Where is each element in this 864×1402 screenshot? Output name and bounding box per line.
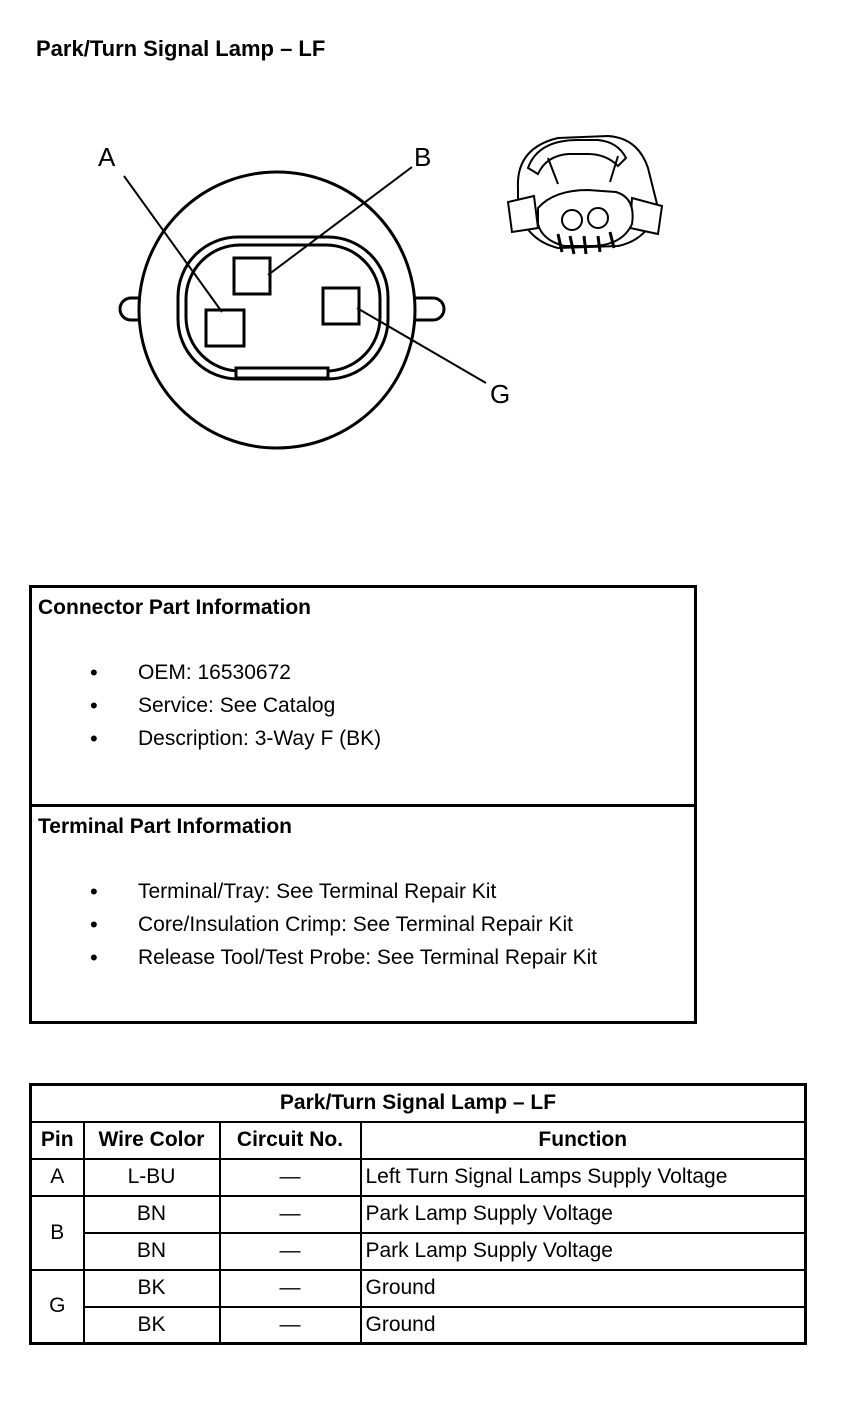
connector-info-list: OEM: 16530672 Service: See Catalog Descr…: [38, 656, 694, 755]
list-item: OEM: 16530672: [38, 656, 694, 689]
table-row: G BK — Ground: [29, 1268, 807, 1345]
table-title-row: Park/Turn Signal Lamp – LF: [29, 1083, 807, 1123]
table-row: BN — Park Lamp Supply Voltage: [31, 1231, 807, 1271]
list-item: Service: See Catalog: [38, 689, 694, 722]
connector-face-diagram: A B G: [98, 142, 510, 450]
terminal-info-heading: Terminal Part Information: [38, 815, 292, 838]
circuit-cell: —: [218, 1231, 362, 1271]
table-header-row: Pin Wire Color Circuit No. Function: [29, 1120, 807, 1160]
column-header: Pin: [29, 1120, 85, 1160]
cavity-b: [232, 256, 272, 296]
wire-color-cell: BK: [82, 1305, 221, 1345]
connector-info-heading: Connector Part Information: [38, 596, 312, 619]
part-information-box: Connector Part Information OEM: 16530672…: [29, 585, 697, 1024]
function-cell: Ground: [359, 1305, 807, 1345]
function-cell: Left Turn Signal Lamps Supply Voltage: [359, 1157, 807, 1197]
list-item: Core/Insulation Crimp: See Terminal Repa…: [38, 908, 694, 941]
pin-cell: G: [29, 1268, 85, 1345]
list-item: Terminal/Tray: See Terminal Repair Kit: [38, 875, 694, 908]
connector-illustration: [506, 134, 664, 255]
pin-cell: B: [29, 1194, 85, 1271]
wire-color-cell: BN: [82, 1194, 221, 1234]
connector-part-information: Connector Part Information OEM: 16530672…: [32, 588, 694, 807]
terminal-part-information: Terminal Part Information Terminal/Tray:…: [32, 807, 694, 974]
list-item: Description: 3-Way F (BK): [38, 722, 694, 755]
table-title: Park/Turn Signal Lamp – LF: [29, 1083, 807, 1123]
table-row: B BN — Park Lamp Supply Voltage: [29, 1194, 807, 1271]
wire-color-cell: BK: [82, 1268, 221, 1308]
function-cell: Ground: [359, 1268, 807, 1308]
page-title: Park/Turn Signal Lamp – LF: [36, 36, 326, 61]
column-header: Wire Color: [82, 1120, 221, 1160]
label-b: B: [414, 142, 431, 172]
column-header: Function: [359, 1120, 807, 1160]
column-header: Circuit No.: [218, 1120, 362, 1160]
function-cell: Park Lamp Supply Voltage: [359, 1231, 807, 1271]
wire-color-cell: BN: [82, 1231, 221, 1271]
list-item: Release Tool/Test Probe: See Terminal Re…: [38, 941, 694, 974]
label-g: G: [490, 379, 510, 409]
cavity-a: [204, 308, 246, 348]
wire-color-cell: L-BU: [82, 1157, 221, 1197]
circuit-cell: —: [218, 1305, 362, 1345]
circuit-cell: —: [218, 1194, 362, 1234]
pin-cell: A: [29, 1157, 85, 1197]
label-a: A: [98, 142, 116, 172]
terminal-info-list: Terminal/Tray: See Terminal Repair Kit C…: [38, 875, 694, 974]
cavity-g: [321, 286, 361, 326]
pin-table: Park/Turn Signal Lamp – LF Pin Wire Colo…: [29, 1083, 807, 1345]
table-row: BK — Ground: [31, 1305, 807, 1345]
circuit-cell: —: [218, 1157, 362, 1197]
function-cell: Park Lamp Supply Voltage: [359, 1194, 807, 1234]
table-row: A L-BU — Left Turn Signal Lamps Supply V…: [29, 1157, 807, 1197]
circuit-cell: —: [218, 1268, 362, 1308]
